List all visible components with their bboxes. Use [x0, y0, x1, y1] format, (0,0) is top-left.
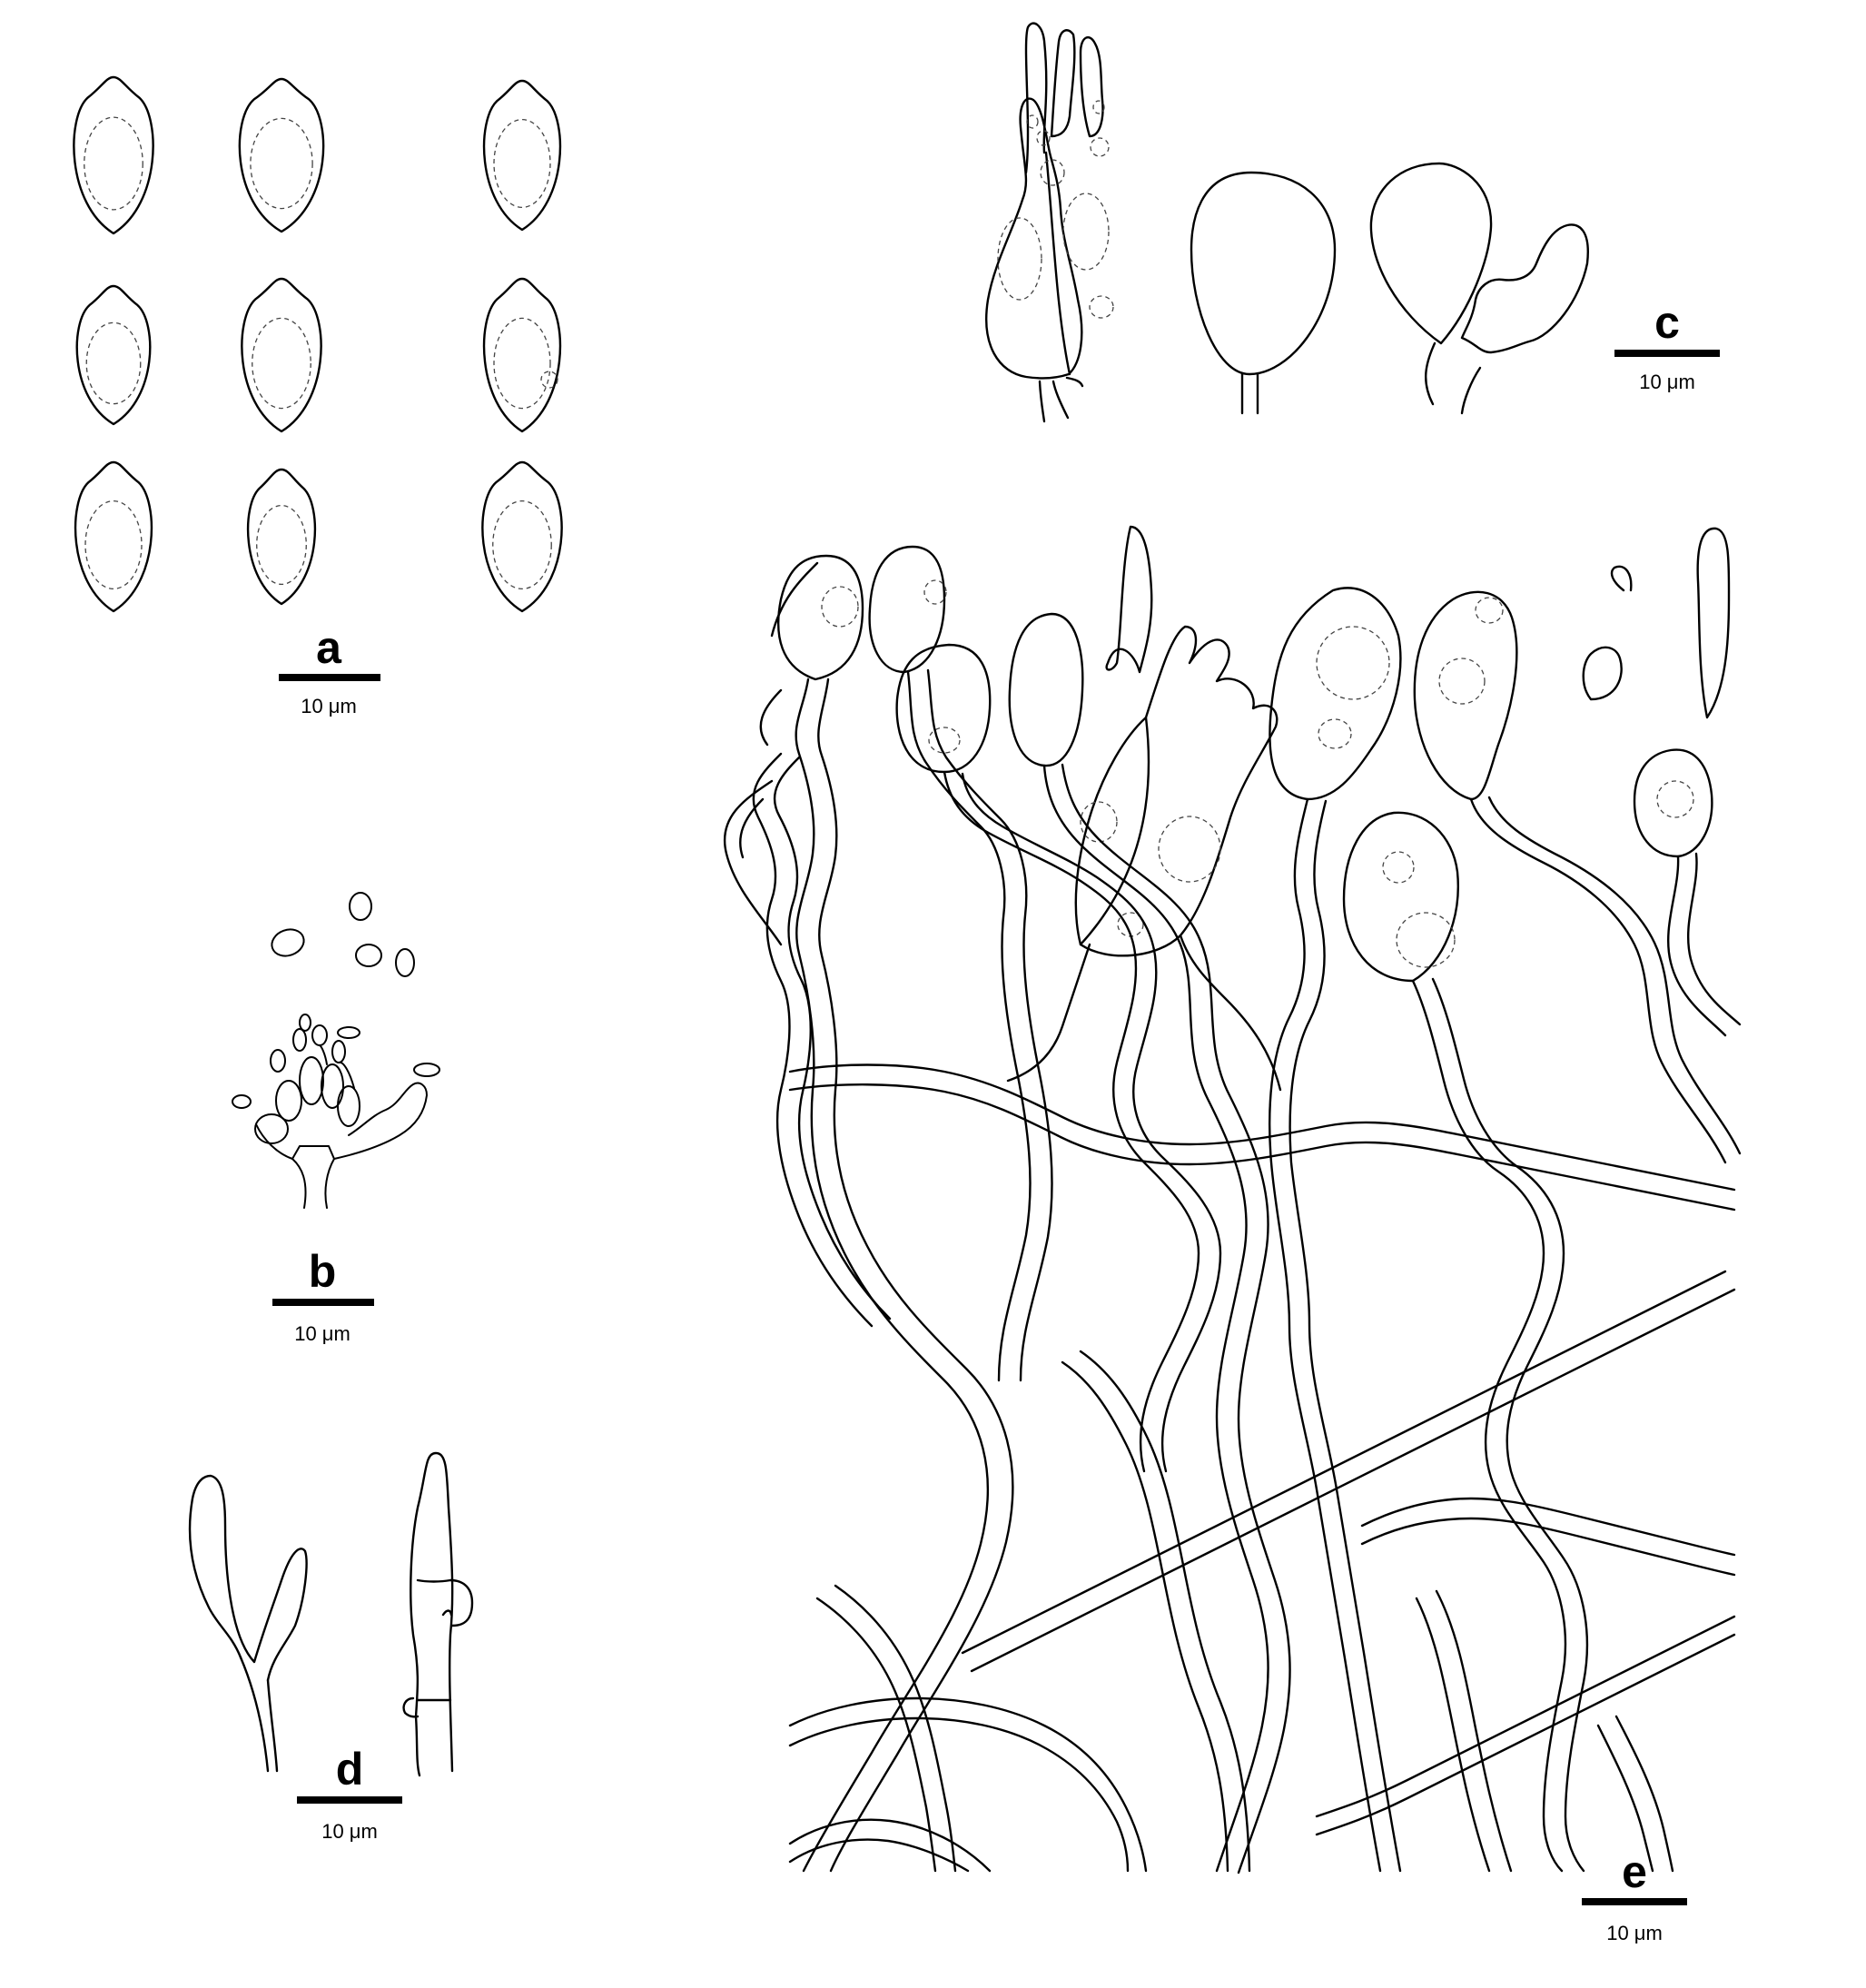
spore-guttule	[84, 499, 143, 590]
spore-outline	[482, 79, 562, 232]
spore-guttule	[85, 321, 142, 405]
panel-e-label: e	[1622, 1846, 1647, 1897]
panel-d-label: d	[336, 1744, 364, 1795]
panel-a-scale-bar	[279, 674, 380, 681]
panel-b-label: b	[309, 1246, 337, 1297]
spore-outline	[246, 468, 317, 606]
spore-guttule	[492, 499, 552, 590]
panel-e-scale: e 10 μm	[1582, 1846, 1687, 1944]
spore-outline	[482, 277, 562, 433]
panel-a-spores	[73, 75, 563, 613]
panel-a-label: a	[316, 622, 342, 673]
panel-a-scale-text: 10 μm	[301, 695, 357, 717]
panel-e-scale-bar	[1582, 1898, 1687, 1905]
panel-b-scale-bar	[272, 1299, 374, 1306]
panel-a-scale: a 10 μm	[279, 622, 380, 717]
spore-guttule	[493, 317, 551, 410]
panel-b-scale: b 10 μm	[272, 1246, 374, 1345]
panel-e-drawing	[724, 525, 1742, 1874]
spore-outline	[238, 77, 325, 233]
panel-c-scale: c 10 μm	[1614, 297, 1720, 393]
panel-b-drawing	[232, 892, 440, 1209]
spore-outline	[74, 460, 153, 613]
panel-b-scale-text: 10 μm	[294, 1322, 350, 1345]
panel-c-scale-bar	[1614, 350, 1720, 357]
panel-c-label: c	[1654, 297, 1680, 348]
spore-guttule	[84, 116, 143, 211]
spore-outline	[75, 284, 152, 426]
panel-d-scale: d 10 μm	[297, 1744, 402, 1843]
panel-c-scale-text: 10 μm	[1639, 371, 1695, 393]
spore-guttule	[540, 371, 558, 389]
panel-e-scale-text: 10 μm	[1606, 1922, 1663, 1944]
spore-outline	[481, 460, 563, 613]
panel-d-drawing	[188, 1451, 474, 1777]
panel-d-scale-bar	[297, 1796, 402, 1804]
spore-guttule	[250, 117, 313, 210]
panel-d-scale-text: 10 μm	[321, 1820, 378, 1843]
spore-outline	[73, 75, 154, 235]
panel-c-drawing	[985, 22, 1589, 423]
spore-outline	[241, 277, 322, 433]
spore-guttule	[493, 118, 551, 209]
spore-guttule	[256, 504, 307, 586]
spore-guttule	[252, 317, 311, 410]
